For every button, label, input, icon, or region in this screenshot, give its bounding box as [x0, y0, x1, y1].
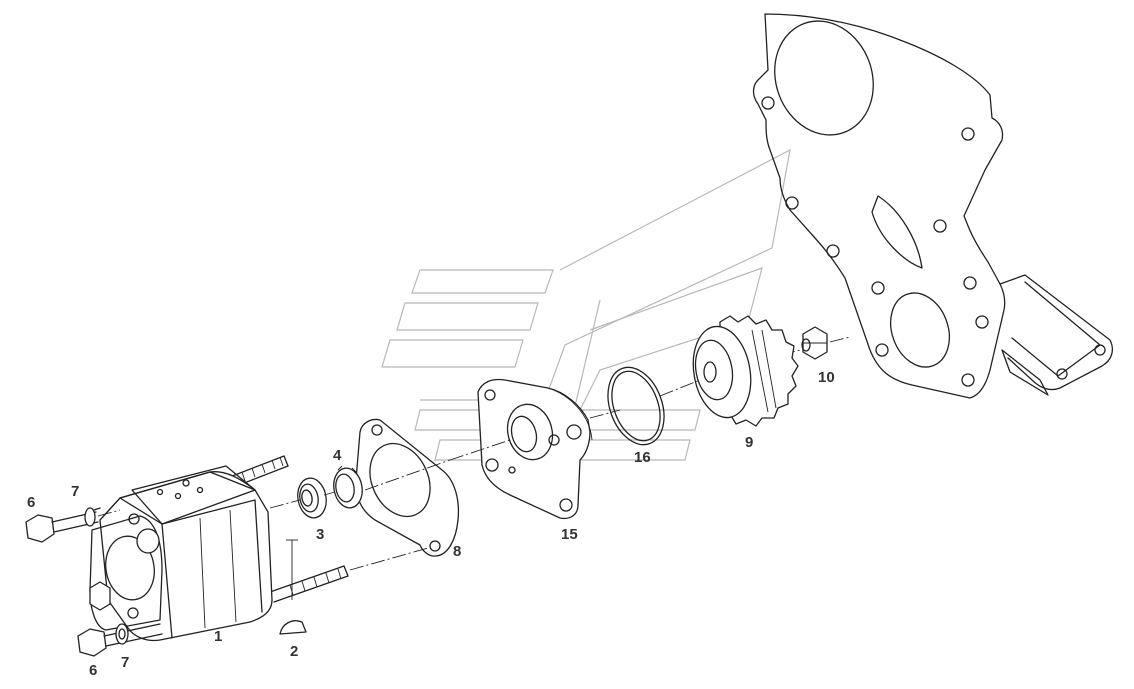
callout-6-upper: 6	[27, 494, 35, 511]
callout-7-upper: 7	[71, 483, 79, 500]
part-10-nut	[801, 326, 828, 360]
callout-3: 3	[316, 526, 324, 543]
timing-cover	[752, 13, 1113, 399]
part-9-gear	[692, 315, 799, 427]
callout-16: 16	[634, 449, 651, 466]
callout-6-lower: 6	[89, 662, 97, 679]
part-6-bolt-upper	[25, 511, 99, 543]
callout-1: 1	[214, 628, 222, 645]
part-1-pump	[89, 465, 273, 642]
part-7-washer-upper	[84, 507, 101, 527]
callout-4: 4	[333, 447, 342, 464]
part-3-bearing	[297, 477, 327, 519]
callout-7-lower: 7	[121, 654, 129, 671]
callout-15: 15	[561, 526, 578, 543]
callout-9: 9	[745, 434, 753, 451]
part-8-gasket	[355, 418, 460, 557]
callout-8: 8	[453, 543, 461, 560]
part-7-washer-lower	[115, 623, 129, 645]
callout-2: 2	[290, 643, 298, 660]
part-6-bolt-lower	[77, 623, 163, 657]
part-4-seal-ring	[333, 465, 363, 509]
callout-10: 10	[818, 369, 835, 386]
part-16-o-ring	[607, 366, 665, 446]
part-15-flange	[477, 378, 593, 520]
part-2-key	[279, 539, 307, 635]
